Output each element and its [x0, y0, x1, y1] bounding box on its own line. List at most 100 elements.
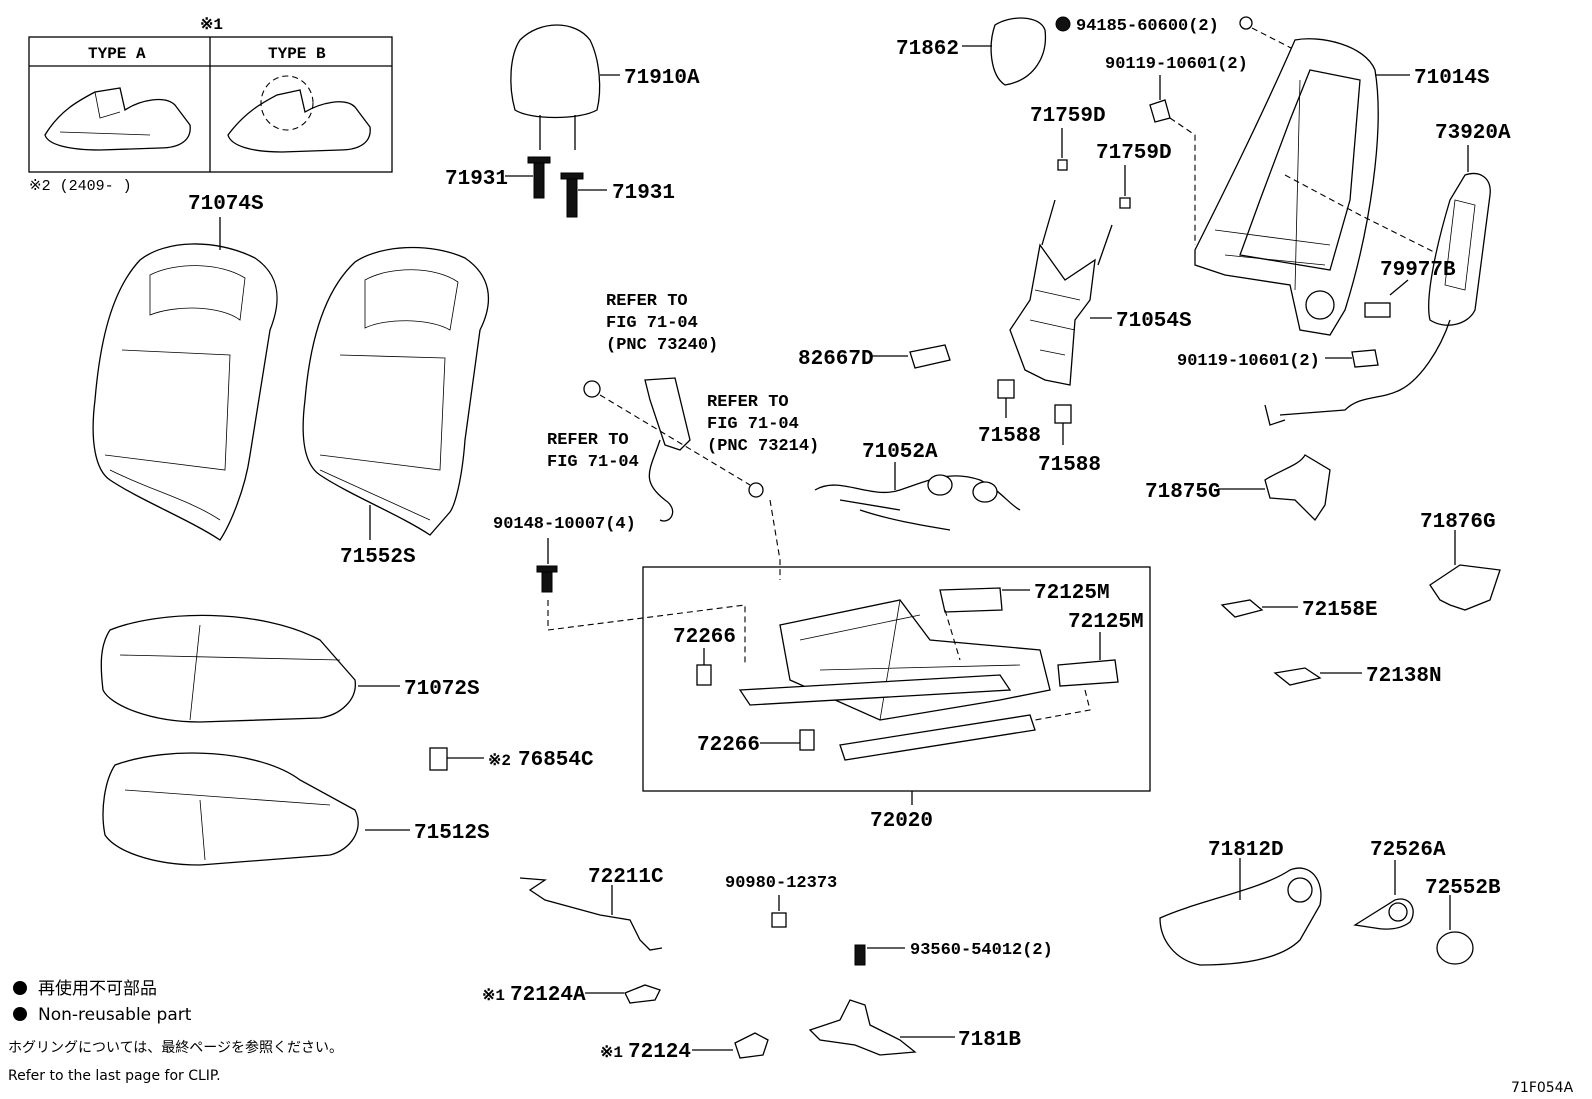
part-72526a-label: 72526A — [1370, 839, 1446, 862]
mark-2-date-label: ※2 (2409- ) — [29, 178, 132, 195]
cover-72124: ※1 72124 — [600, 1032, 769, 1064]
part-94185-label: 94185-60600(2) — [1076, 17, 1219, 36]
clip-71588: 71588 71588 — [978, 379, 1101, 477]
part-90148-label: 90148-10007(4) — [493, 515, 636, 534]
part-90119-bottom-label: 90119-10601(2) — [1177, 352, 1320, 371]
part-72124-mark: ※1 — [600, 1044, 623, 1062]
bolt-90119-top: 90119-10601(2) — [1105, 55, 1248, 245]
type-variant-box: ※1 TYPE A TYPE B ※2 (2409- ) — [28, 16, 393, 195]
headrest-71910a: 71910A — [510, 24, 700, 150]
nut-94185: 94185-60600(2) — [1055, 16, 1296, 51]
seatback-frame-71014s: 71014S — [1194, 38, 1490, 336]
part-71054s-label: 71054S — [1116, 310, 1192, 333]
figure-code-text: 71F054A — [1511, 1080, 1574, 1096]
connector-90980: 90980-12373 — [725, 874, 837, 928]
part-76854c-label: 76854C — [518, 749, 594, 772]
part-72266-label-bottom: 72266 — [697, 734, 760, 757]
part-71588-label-left: 71588 — [978, 425, 1041, 448]
clip-76854c: ※2 76854C — [429, 747, 594, 772]
part-71759d-label-right: 71759D — [1096, 142, 1172, 165]
bolt-90148: 90148-10007(4) — [493, 515, 746, 665]
cover-71862: 71862 — [896, 17, 1047, 86]
cover-72138n: 72138N — [1273, 665, 1442, 688]
part-71931-label-left: 71931 — [445, 168, 508, 191]
bolt-90119-bottom: 90119-10601(2) — [1177, 349, 1379, 371]
part-72125m-label-top: 72125M — [1034, 582, 1110, 605]
part-71876g-label: 71876G — [1420, 511, 1496, 534]
part-71875g-label: 71875G — [1145, 481, 1221, 504]
cover-71876g: 71876G — [1420, 511, 1501, 611]
cover-72158e: 72158E — [1220, 599, 1378, 622]
part-90119-top-label: 90119-10601(2) — [1105, 55, 1248, 74]
nonreusable-en-text: Non-reusable part — [38, 1005, 192, 1025]
ref-fig-line1: REFER TO — [547, 431, 629, 450]
side-airbag-73920a: 73920A — [1264, 122, 1511, 426]
stopper-72266: 72266 72266 — [673, 626, 815, 757]
type-a-label: TYPE A — [88, 45, 146, 63]
reference-fig-71-04: REFER TO FIG 71-04 — [547, 380, 781, 580]
part-71588-label-right: 71588 — [1038, 454, 1101, 477]
type-b-label: TYPE B — [268, 45, 326, 63]
part-71074s-label: 71074S — [188, 193, 264, 216]
part-73920a-label: 73920A — [1435, 122, 1511, 145]
part-72211c-label: 72211C — [588, 866, 664, 889]
connector-82667d: 82667D — [798, 344, 951, 371]
wire-harness-71052a: 71052A — [814, 441, 1021, 531]
cap-71759d: 71759D 71759D — [1030, 105, 1172, 209]
lever-7181b: 7181B — [808, 999, 1021, 1056]
part-71862-label: 71862 — [896, 38, 959, 61]
part-7181b-label: 7181B — [958, 1029, 1021, 1052]
part-71014s-label: 71014S — [1414, 67, 1490, 90]
part-72124-label: 72124 — [628, 1041, 691, 1064]
type-a-cover-drawing — [44, 87, 191, 151]
knob-72526a: 72526A — [1353, 839, 1446, 930]
reference-73240: REFER TO FIG 71-04 (PNC 73240) — [606, 292, 718, 522]
part-72124a-mark: ※1 — [482, 987, 505, 1005]
cover-71875g: 71875G — [1145, 454, 1331, 522]
bottom-legend: 再使用不可部品 Non-reusable part ホグリングについては、最終ペ… — [8, 978, 1574, 1096]
ref-fig-line2: FIG 71-04 — [547, 453, 639, 472]
cap-72552b: 72552B — [1425, 877, 1501, 965]
part-82667d-label: 82667D — [798, 348, 874, 371]
part-71812d-label: 71812D — [1208, 839, 1284, 862]
rod-72211c: 72211C — [519, 866, 664, 951]
ref-73214-line2: FIG 71-04 — [707, 415, 799, 434]
nonreusable-jp-text: 再使用不可部品 — [38, 978, 157, 999]
part-72124a-label: 72124A — [510, 984, 586, 1007]
lumbar-support-71054s: 71054S — [1009, 199, 1192, 386]
ref-73240-line3: (PNC 73240) — [606, 336, 718, 355]
seat-track-assembly-72020: 72020 — [642, 566, 1151, 833]
part-71512s-label: 71512S — [414, 822, 490, 845]
clip-note-en-text: Refer to the last page for CLIP. — [8, 1068, 221, 1084]
part-72125m-label-bottom: 72125M — [1068, 611, 1144, 634]
mark-1-label: ※1 — [200, 16, 223, 34]
slide-cover-72125m: 72125M 72125M — [1002, 582, 1144, 660]
ref-73214-line1: REFER TO — [707, 393, 789, 412]
clip-note-jp-text: ホグリングについては、最終ページを参照ください。 — [8, 1039, 343, 1056]
cushion-cover-71072s: 71072S — [100, 614, 480, 723]
part-76854c-mark: ※2 — [488, 752, 511, 770]
part-71759d-label-left: 71759D — [1030, 105, 1106, 128]
part-79977b-label: 79977B — [1380, 259, 1456, 282]
part-72552b-label: 72552B — [1425, 877, 1501, 900]
cushion-pad-71512s: 71512S — [102, 752, 490, 866]
cover-72124a: ※1 72124A — [482, 984, 661, 1007]
label-79977b: 79977B — [1364, 259, 1456, 318]
ref-73240-line1: REFER TO — [606, 292, 688, 311]
shield-71812d: 71812D — [1159, 839, 1322, 966]
part-71910a-label: 71910A — [624, 67, 700, 90]
part-72158e-label: 72158E — [1302, 599, 1378, 622]
ref-73214-line3: (PNC 73214) — [707, 437, 819, 456]
seatback-cover-71074s: 71074S — [92, 193, 278, 541]
part-71072s-label: 71072S — [404, 678, 480, 701]
type-b-cover-drawing — [227, 89, 371, 153]
part-71052a-label: 71052A — [862, 441, 938, 464]
headrest-guide-71931: 71931 71931 — [445, 156, 675, 218]
reference-73214: REFER TO FIG 71-04 (PNC 73214) — [707, 393, 819, 498]
ref-73240-line2: FIG 71-04 — [606, 314, 698, 333]
part-71552s-label: 71552S — [340, 546, 416, 569]
part-72266-label-top: 72266 — [673, 626, 736, 649]
part-72138n-label: 72138N — [1366, 665, 1442, 688]
part-93560-label: 93560-54012(2) — [910, 941, 1053, 960]
